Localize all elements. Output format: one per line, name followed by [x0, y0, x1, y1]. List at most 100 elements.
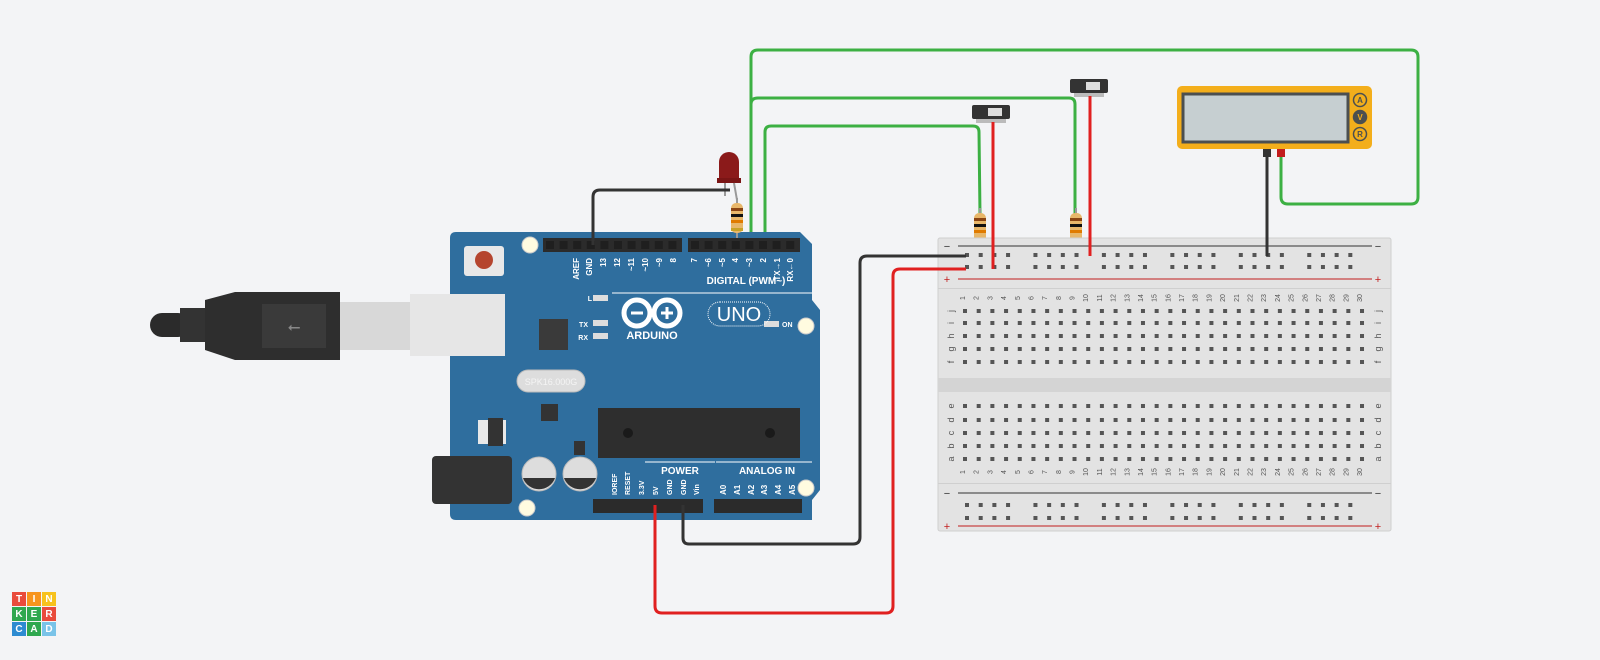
analog-header	[714, 499, 802, 513]
slide-switch-2[interactable]	[1070, 79, 1108, 97]
logo-letter: K	[12, 607, 26, 621]
column-number: 26	[1302, 468, 1309, 476]
pin-label: ~6	[704, 257, 713, 267]
row-label: h	[946, 333, 956, 338]
mode-a-button[interactable]: A	[1352, 92, 1368, 108]
wire-gnd-led[interactable]	[591, 188, 730, 245]
column-number: 24	[1275, 294, 1282, 302]
led-tx-label: TX	[579, 322, 588, 329]
power-header	[593, 499, 703, 513]
wire-pin2-switch1[interactable]	[763, 124, 982, 245]
usb-icon: ⭠	[288, 319, 301, 336]
column-number: 15	[1152, 294, 1159, 302]
on-led-label: ON	[782, 322, 793, 329]
wire-gnd-rail[interactable]	[681, 254, 966, 546]
red-led[interactable]	[717, 152, 741, 201]
analog-pin-label: A3	[760, 484, 769, 495]
svg-text:R: R	[1357, 130, 1363, 139]
pin-label: ~3	[745, 257, 754, 267]
mode-r-button[interactable]: R	[1352, 126, 1368, 142]
wires	[749, 48, 1420, 245]
column-number: 19	[1206, 294, 1213, 302]
power-pin-label: 3.3V	[639, 480, 646, 495]
column-number: 21	[1234, 294, 1241, 302]
power-pin-label: Vin	[694, 484, 701, 495]
rail-minus-label: −	[944, 488, 950, 500]
digital-header-low	[688, 238, 800, 252]
arduino-brand: ARDUINO	[626, 330, 678, 342]
row-label: f	[946, 360, 956, 363]
row-label: d	[1373, 417, 1383, 422]
column-number: 11	[1097, 468, 1104, 475]
pin-label: 7	[690, 257, 699, 262]
column-number: 7	[1042, 296, 1049, 300]
resistor-led[interactable]	[731, 198, 743, 238]
rail-plus-label: +	[944, 274, 950, 286]
column-number: 13	[1124, 294, 1131, 302]
column-number: 17	[1179, 468, 1186, 476]
rail-plus-label: +	[1375, 521, 1381, 533]
logo-letter: D	[42, 622, 56, 636]
column-number: 3	[987, 470, 994, 474]
row-label: a	[946, 456, 956, 461]
column-number: 18	[1193, 468, 1200, 476]
column-number: 1	[960, 470, 967, 474]
column-number: 5	[1015, 470, 1022, 474]
pin-label: ~9	[655, 257, 664, 267]
arduino-logo-icon	[621, 297, 683, 329]
column-number: 2	[974, 296, 981, 300]
column-number: 20	[1220, 294, 1227, 302]
column-number: 25	[1289, 294, 1296, 302]
row-label: i	[946, 322, 956, 324]
multimeter[interactable]: AVR	[1177, 86, 1372, 157]
logo-letter: I	[27, 592, 41, 606]
logo-letter: A	[27, 622, 41, 636]
column-number: 22	[1247, 294, 1254, 302]
power-pin-label: 5V	[653, 486, 660, 495]
crystal-label: SPK16.000G	[525, 377, 578, 387]
row-label: f	[1373, 360, 1383, 363]
wire-pin3-multimeter[interactable]	[749, 48, 1420, 245]
column-number: 16	[1165, 468, 1172, 476]
power-pin-label: GND	[681, 479, 688, 495]
column-number: 14	[1138, 294, 1145, 302]
usb-cable[interactable]: ⭠	[150, 292, 410, 360]
column-number: 22	[1247, 468, 1254, 476]
column-number: 5	[1015, 296, 1022, 300]
column-number: 17	[1179, 294, 1186, 302]
pin-label: 13	[599, 257, 608, 266]
mode-v-button[interactable]: V	[1352, 109, 1368, 125]
breadboard[interactable]: −−++−−++11223344556677889910101111121213…	[937, 237, 1392, 533]
column-number: 23	[1261, 294, 1268, 302]
column-number: 23	[1261, 468, 1268, 476]
logo-letter: E	[27, 607, 41, 621]
column-number: 13	[1124, 468, 1131, 476]
wire-5v-rail[interactable]	[653, 267, 966, 615]
row-label: h	[1373, 333, 1383, 338]
column-number: 18	[1193, 294, 1200, 302]
column-number: 4	[1001, 296, 1008, 300]
column-number: 8	[1056, 470, 1063, 474]
slide-switch-1[interactable]	[972, 105, 1010, 123]
column-number: 7	[1042, 470, 1049, 474]
column-number: 19	[1206, 468, 1213, 476]
power-pin-label: GND	[667, 479, 674, 495]
row-label: g	[946, 346, 956, 351]
column-number: 10	[1083, 294, 1090, 302]
wire-pin3-switch2[interactable]	[749, 96, 1077, 245]
pin-label: ~5	[718, 257, 727, 267]
column-number: 28	[1330, 468, 1337, 476]
column-number: 11	[1097, 294, 1104, 301]
column-number: 15	[1152, 468, 1159, 476]
column-number: 30	[1357, 468, 1364, 476]
row-label: g	[1373, 346, 1383, 351]
analog-pin-label: A0	[719, 484, 728, 495]
column-number: 30	[1357, 294, 1364, 302]
rail-minus-label: −	[1375, 488, 1381, 500]
svg-text:V: V	[1357, 113, 1363, 122]
analog-in-label: ANALOG IN	[739, 466, 795, 477]
rail-minus-label: −	[1375, 241, 1381, 253]
